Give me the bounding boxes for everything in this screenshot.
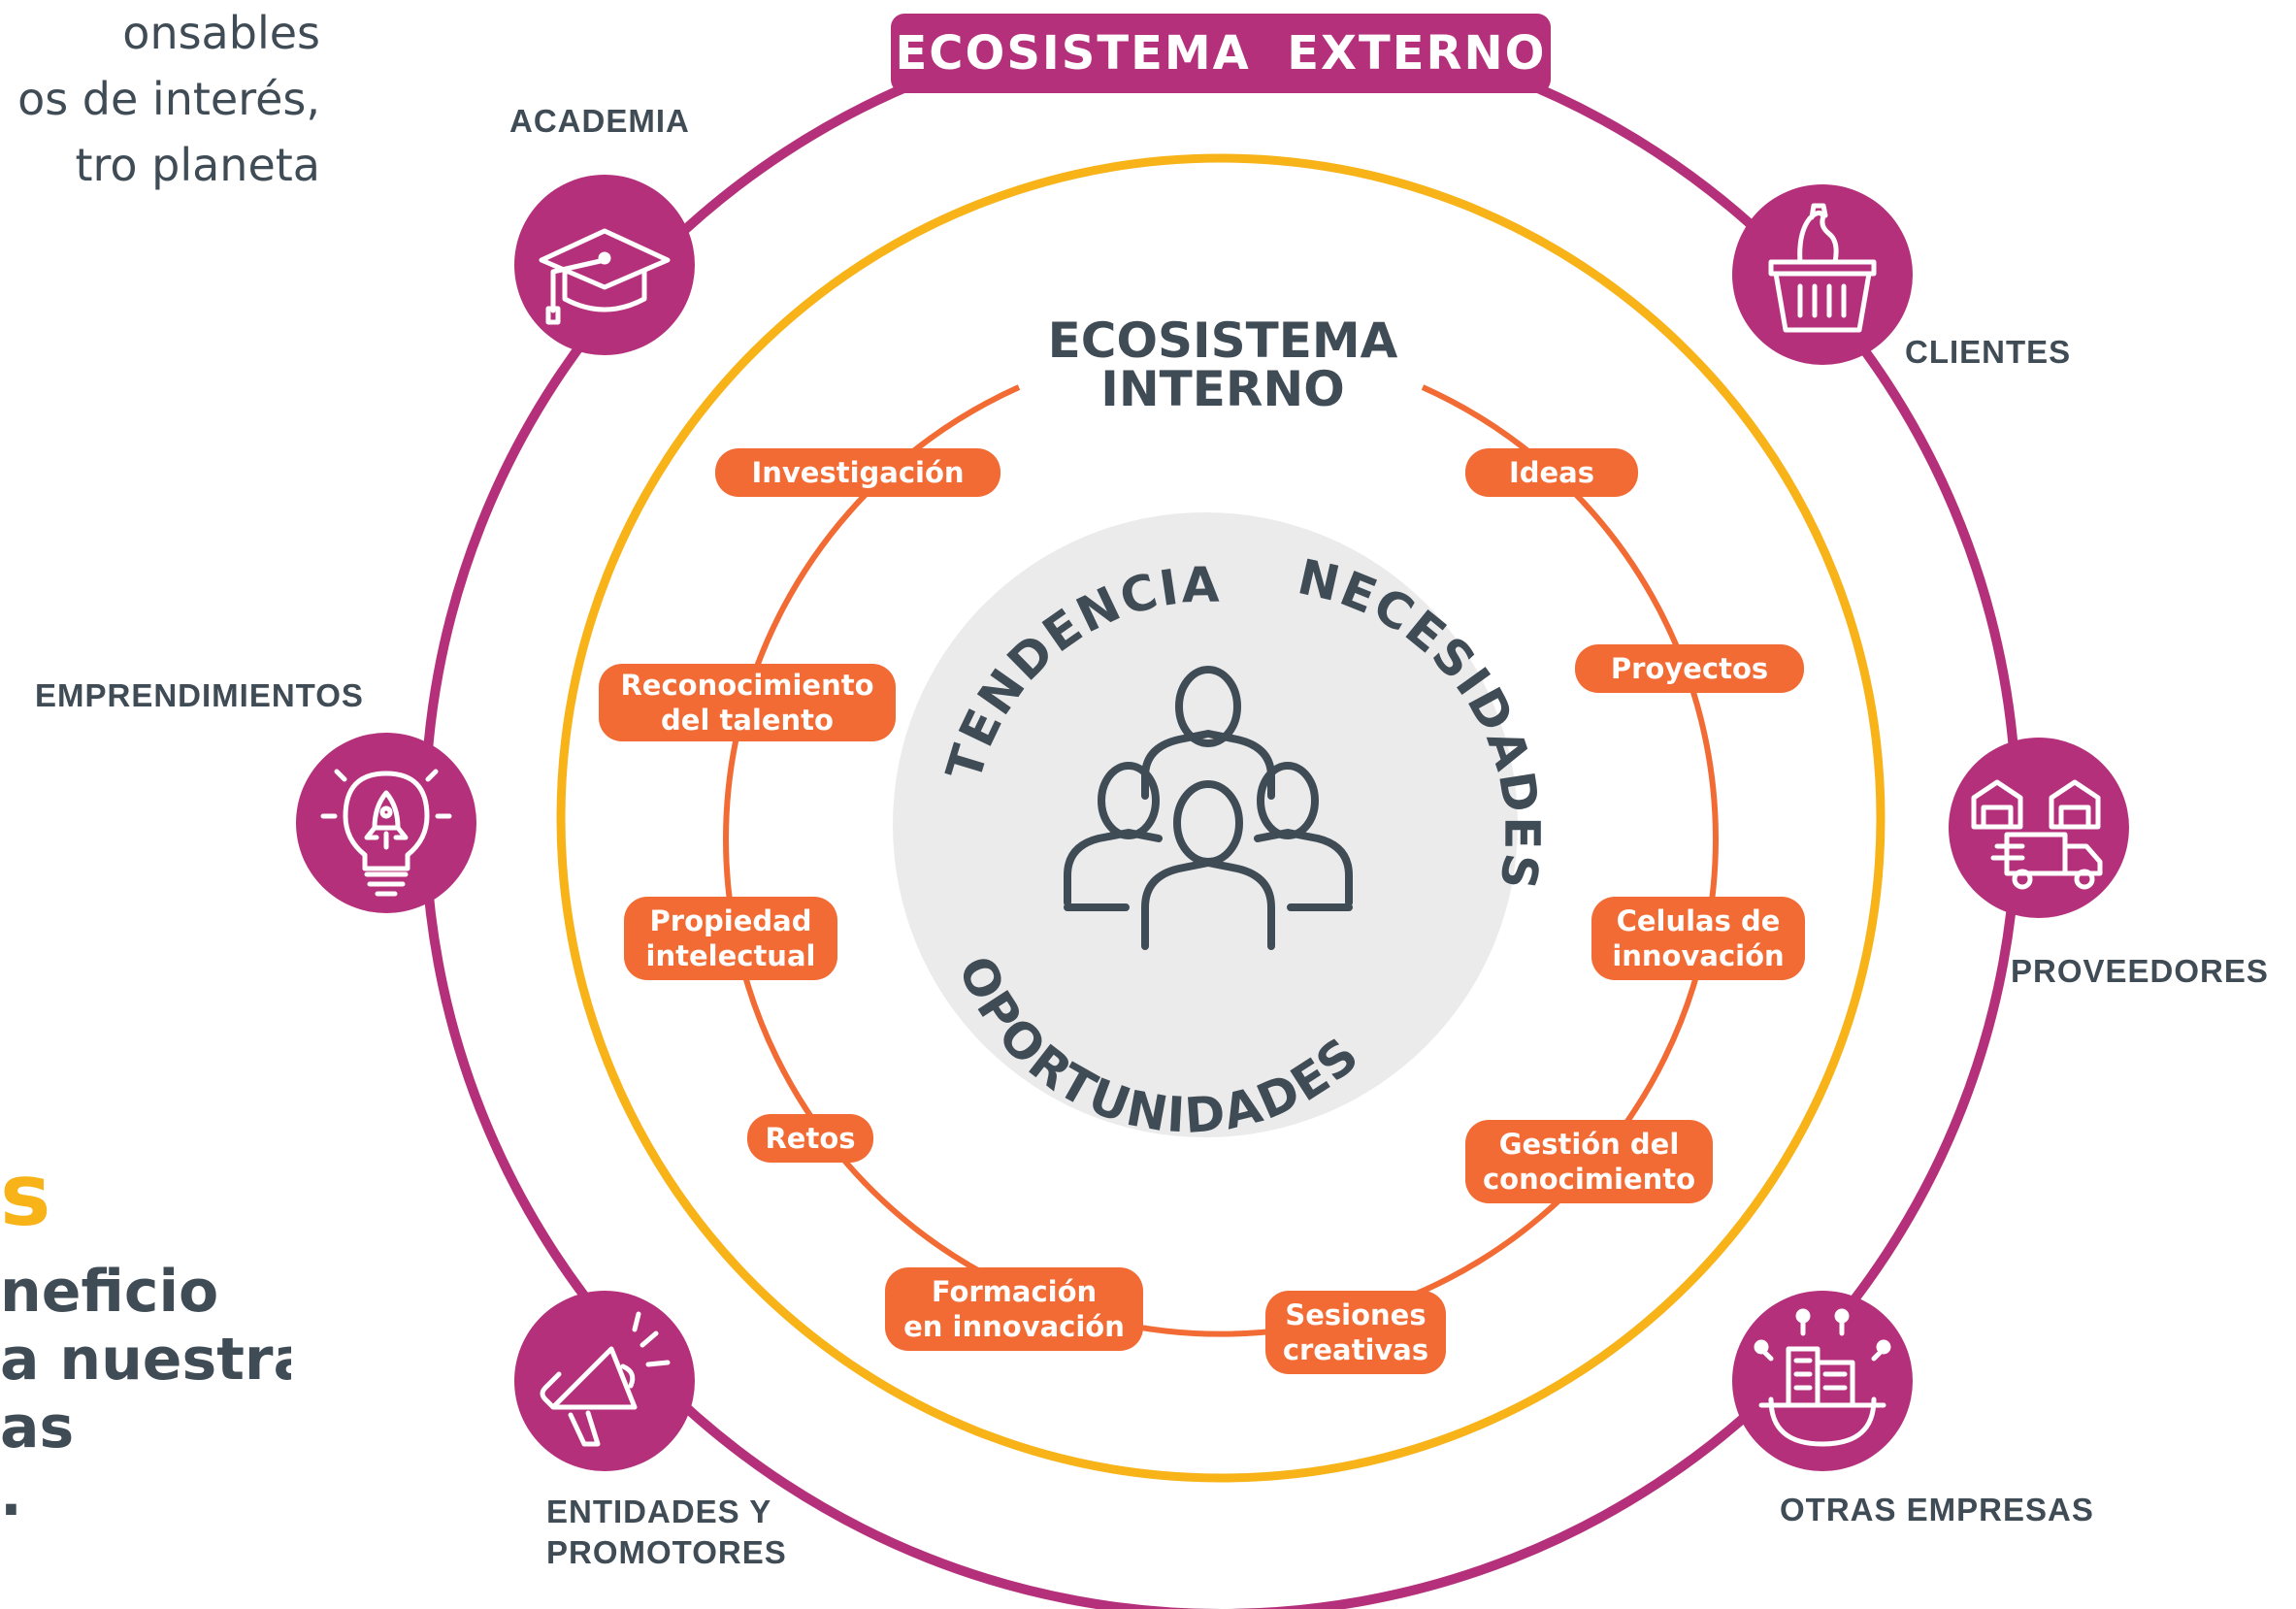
shopping-basket-icon [1768,203,1877,333]
pill-sesiones: Sesiones creativas [1265,1291,1446,1374]
label-academia: ACADEMIA [509,103,690,139]
clientes-node [1732,184,1913,365]
emprendimientos-node [296,733,476,913]
label-emprendimientos: EMPRENDIMIENTOS [35,677,364,713]
pill-reconocimiento: Reconocimiento del talento [599,664,896,741]
pill-formacion: Formación en innovación [885,1267,1143,1351]
graduation-cap-icon [539,228,671,325]
label-proveedores: PROVEEDORES [2011,953,2269,989]
entidades-node [514,1291,695,1471]
benefit-line: . [0,1461,22,1529]
middle-ring [556,153,1886,1483]
benefit-line: a nuestra [0,1326,291,1394]
lightbulb-rocket-icon [320,769,452,897]
pill-investigacion: Investigación [715,448,1000,497]
pill-propiedad: Propiedad intelectual [624,897,837,980]
heading-fragment: s [0,1145,51,1245]
label-entidades: ENTIDADES Y PROMOTORES [546,1494,787,1570]
intro-line: tro planeta [75,139,320,191]
megaphone-icon [540,1311,671,1447]
proveedores-node [1949,738,2129,918]
building-gear-icon [1754,1308,1891,1447]
intro-line: os de interés, [17,73,320,125]
benefit-line: as [0,1394,75,1461]
benefit-line: neficio [0,1258,219,1326]
pill-ideas: Ideas [1465,448,1638,497]
intro-line: onsables [122,7,320,59]
external-ecosystem-title: ECOSISTEMA EXTERNO [891,14,1551,93]
core-circle [893,512,1518,1137]
label-otras-empresas: OTRAS EMPRESAS [1780,1492,2094,1527]
benefit-paragraph: neficio a nuestra as . [0,1258,291,1529]
otras-empresas-node [1732,1291,1913,1471]
academia-node [514,175,695,355]
warehouse-truck-icon [1971,779,2103,890]
people-group-icon [1064,666,1353,950]
intro-paragraph: onsables os de interés, tro planeta [0,0,320,198]
pill-proyectos: Proyectos [1575,644,1804,693]
pill-gestion: Gestión del conocimiento [1465,1120,1713,1203]
label-clientes: CLIENTES [1905,334,2072,370]
internal-ecosystem-title: ECOSISTEMA INTERNO [1047,312,1398,417]
pill-retos: Retos [747,1114,873,1163]
pill-celulas: Celulas de innovación [1591,897,1805,980]
